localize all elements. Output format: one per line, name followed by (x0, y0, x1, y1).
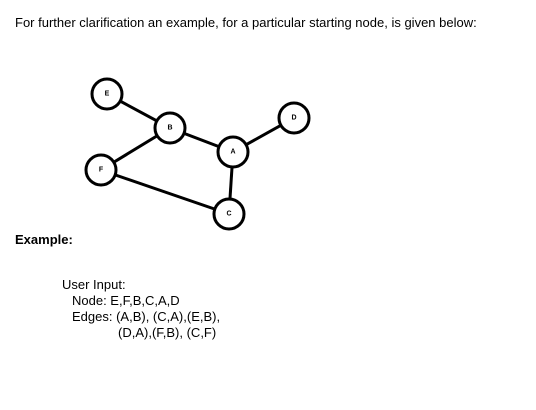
node-c-circle (212, 197, 246, 231)
user-input-block: User Input: Node: E,F,B,C,A,D Edges: (A,… (62, 277, 220, 341)
intro-text: For further clarification an example, fo… (15, 15, 477, 30)
edges-line-1: Edges: (A,B), (C,A),(E,B), (72, 309, 221, 324)
user-input-title: User Input: (62, 277, 126, 292)
node-e: E (90, 77, 124, 111)
node-e-circle (90, 77, 124, 111)
edges-line-2: (D,A),(F,B), (C,F) (118, 325, 217, 340)
example-heading: Example: (15, 232, 73, 247)
edge-f-c (100, 168, 230, 216)
node-f-circle (84, 153, 118, 187)
node-a-circle (216, 135, 250, 169)
node-b-circle (153, 111, 187, 145)
node-b: B (153, 111, 187, 145)
node-f: F (84, 153, 118, 187)
node-e-label: E (105, 91, 110, 98)
node-a-label: A (230, 149, 235, 156)
node-b-label: B (167, 125, 172, 132)
node-c: C (212, 197, 246, 231)
node-d-circle (277, 101, 311, 135)
node-d: D (277, 101, 311, 135)
node-a: A (216, 135, 250, 169)
node-c-label: C (226, 211, 231, 218)
nodes-line: Node: E,F,B,C,A,D (72, 293, 180, 308)
node-f-label: F (99, 167, 104, 174)
node-d-label: D (291, 115, 296, 122)
